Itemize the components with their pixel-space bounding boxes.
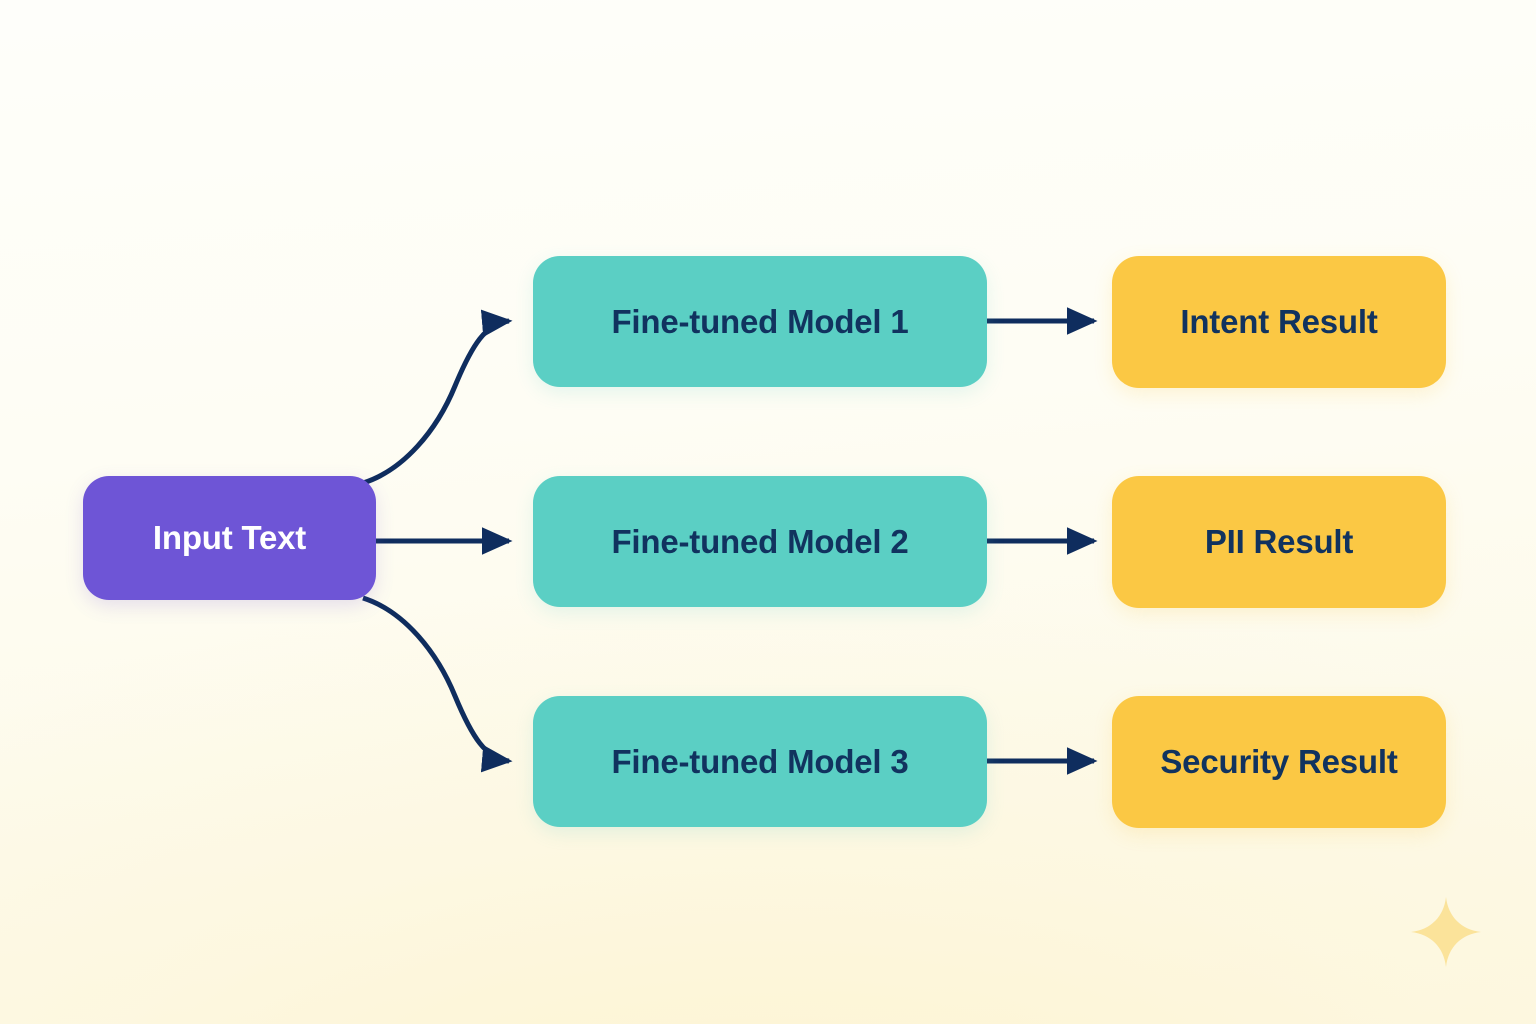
node-security-result[interactable]: Security Result bbox=[1112, 696, 1446, 828]
node-fine-tuned-model-2[interactable]: Fine-tuned Model 2 bbox=[533, 476, 987, 607]
connector-input-to-model-3 bbox=[362, 595, 513, 773]
node-input-text[interactable]: Input Text bbox=[83, 476, 376, 600]
four-point-star-icon bbox=[1411, 897, 1481, 967]
node-intent-result[interactable]: Intent Result bbox=[1112, 256, 1446, 388]
node-fine-tuned-model-1[interactable]: Fine-tuned Model 1 bbox=[533, 256, 987, 387]
node-fine-tuned-model-3[interactable]: Fine-tuned Model 3 bbox=[533, 696, 987, 827]
connector-input-to-model-1 bbox=[362, 309, 513, 486]
node-pii-result[interactable]: PII Result bbox=[1112, 476, 1446, 608]
